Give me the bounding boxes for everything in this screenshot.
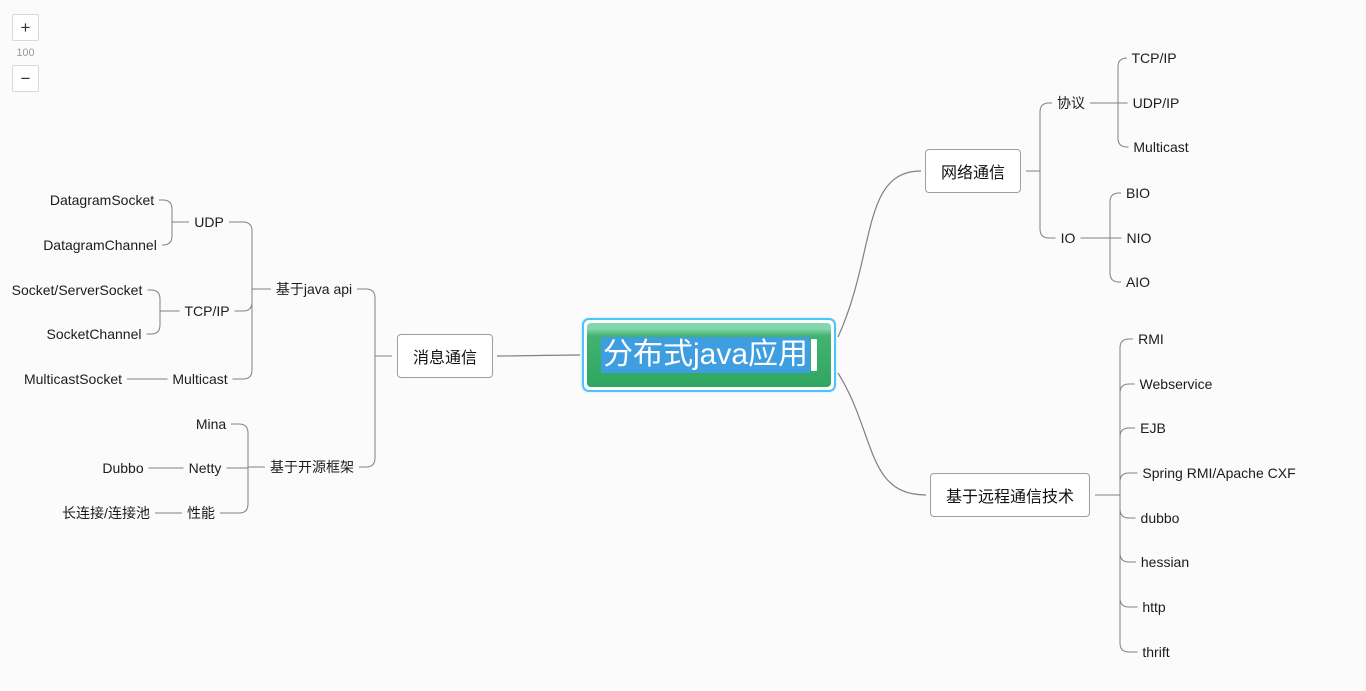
mindmap-node-javaapi[interactable]: 基于java api bbox=[275, 281, 353, 297]
mindmap-node-sc[interactable]: SocketChannel bbox=[46, 326, 142, 342]
mindmap-node-sss[interactable]: Socket/ServerSocket bbox=[11, 282, 143, 298]
mindmap-node-tcpr[interactable]: TCP/IP bbox=[1131, 50, 1177, 66]
mindmap-node-dgs[interactable]: DatagramSocket bbox=[49, 192, 155, 208]
mindmap-node-msg[interactable]: 消息通信 bbox=[396, 334, 494, 378]
mindmap-node-perf[interactable]: 性能 bbox=[187, 505, 215, 521]
mindmap-node-netty[interactable]: Netty bbox=[188, 460, 222, 476]
mindmap-node-proto[interactable]: 协议 bbox=[1057, 95, 1085, 111]
mindmap-node-udpr[interactable]: UDP/IP bbox=[1132, 95, 1180, 111]
mindmap-node-root[interactable]: 分布式java应用 bbox=[581, 318, 837, 392]
mindmap-node-io[interactable]: IO bbox=[1060, 230, 1076, 246]
mindmap-node-spring[interactable]: Spring RMI/Apache CXF bbox=[1142, 465, 1296, 481]
mindmap-node-ws[interactable]: Webservice bbox=[1139, 376, 1213, 392]
root-node-label: 分布式java应用 bbox=[600, 337, 811, 373]
mindmap-node-dgc[interactable]: DatagramChannel bbox=[43, 237, 157, 253]
mindmap-node-mina[interactable]: Mina bbox=[195, 416, 227, 432]
text-caret bbox=[811, 339, 818, 371]
mindmap-node-net[interactable]: 网络通信 bbox=[924, 149, 1022, 193]
zoom-level: 100 bbox=[16, 47, 35, 59]
mindmap-node-pool[interactable]: 长连接/连接池 bbox=[62, 505, 150, 521]
mindmap-node-rmi[interactable]: RMI bbox=[1138, 331, 1164, 347]
zoom-in-button[interactable]: + bbox=[12, 14, 39, 41]
mindmap-node-mcr[interactable]: Multicast bbox=[1133, 139, 1189, 155]
mindmap-node-aio[interactable]: AIO bbox=[1125, 274, 1151, 290]
root-node-body: 分布式java应用 bbox=[586, 323, 832, 387]
mindmap-node-tcpl[interactable]: TCP/IP bbox=[184, 303, 230, 319]
mindmap-node-nio[interactable]: NIO bbox=[1126, 230, 1152, 246]
root-connector-curves bbox=[496, 170, 927, 496]
zoom-panel: + 100 − bbox=[12, 14, 39, 92]
mindmap-node-ejb[interactable]: EJB bbox=[1140, 420, 1166, 436]
mindmap-node-mcs[interactable]: MulticastSocket bbox=[23, 371, 123, 387]
mindmap-node-remote[interactable]: 基于远程通信技术 bbox=[929, 473, 1091, 517]
mindmap-node-mcl[interactable]: Multicast bbox=[172, 371, 228, 387]
branch-connector-lines bbox=[127, 57, 1138, 653]
mindmap-node-hessian[interactable]: hessian bbox=[1140, 554, 1190, 570]
mindmap-node-oss[interactable]: 基于开源框架 bbox=[270, 459, 354, 475]
mindmap-node-bio[interactable]: BIO bbox=[1125, 185, 1151, 201]
mindmap-node-udp[interactable]: UDP bbox=[194, 214, 224, 230]
mindmap-node-thrift[interactable]: thrift bbox=[1142, 644, 1170, 660]
mindmap-node-dubbo2[interactable]: dubbo bbox=[1140, 510, 1180, 526]
zoom-out-button[interactable]: − bbox=[12, 65, 39, 92]
mindmap-node-http[interactable]: http bbox=[1142, 599, 1166, 615]
mindmap-node-dubbo1[interactable]: Dubbo bbox=[102, 460, 144, 476]
